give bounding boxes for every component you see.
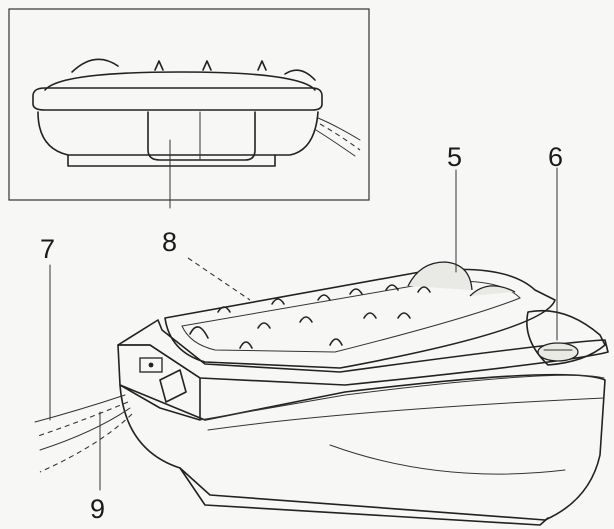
inset-body [37,111,319,156]
lower-body [119,373,606,521]
massage-node [417,286,431,293]
inset-vent-panel [147,111,256,161]
inset-top-bump [71,58,119,73]
callout-5: 5 [447,142,462,172]
inset-side-view [8,8,370,209]
massage-node [317,294,331,301]
power-cord-9 [39,413,133,473]
rear-bump [469,285,516,297]
indicator-light-icon [148,362,154,368]
body-contour [329,444,566,475]
power-cord-7 [34,394,126,423]
massage-node [217,306,231,313]
body-seam-lower [207,397,605,431]
massage-node [385,284,399,291]
massage-node [257,322,271,329]
massage-node [363,312,377,319]
body-seam [199,374,605,421]
callout-7: 7 [40,234,55,264]
callout-9: 9 [90,494,105,524]
inset-cord [319,123,361,151]
lid-inner-panel [181,280,521,353]
power-cord-9 [39,407,131,451]
control-knob [407,261,473,291]
inset-cord [317,117,361,141]
massage-node [397,312,411,319]
massage-node [299,316,313,323]
massage-nodes [189,284,431,349]
main-perspective-view [34,167,609,526]
massage-node [239,341,253,349]
callout-6: 6 [548,142,563,172]
power-switch [139,357,163,373]
callout-8: 8 [162,227,177,257]
top-lid [164,268,556,369]
inset-base [67,154,276,167]
inset-top-bump [284,69,316,81]
leader-line-8 [187,257,251,301]
massage-node [329,338,343,346]
massage-node [271,298,285,305]
cavity-dial [537,342,579,362]
inset-top-nub [154,60,164,71]
rim-band [117,319,609,386]
power-cord-7 [37,401,129,437]
mode-switch [159,369,187,403]
base-plate [179,467,549,526]
inset-frame [8,8,370,201]
inset-top-nub [202,60,212,71]
inset-deck [44,71,316,91]
right-end [526,309,606,366]
inset-top-nub [257,60,267,71]
inset-cord [315,129,356,157]
massage-node [189,326,209,339]
massage-node [349,288,363,295]
inset-rim [32,87,323,111]
front-panel [117,344,201,421]
